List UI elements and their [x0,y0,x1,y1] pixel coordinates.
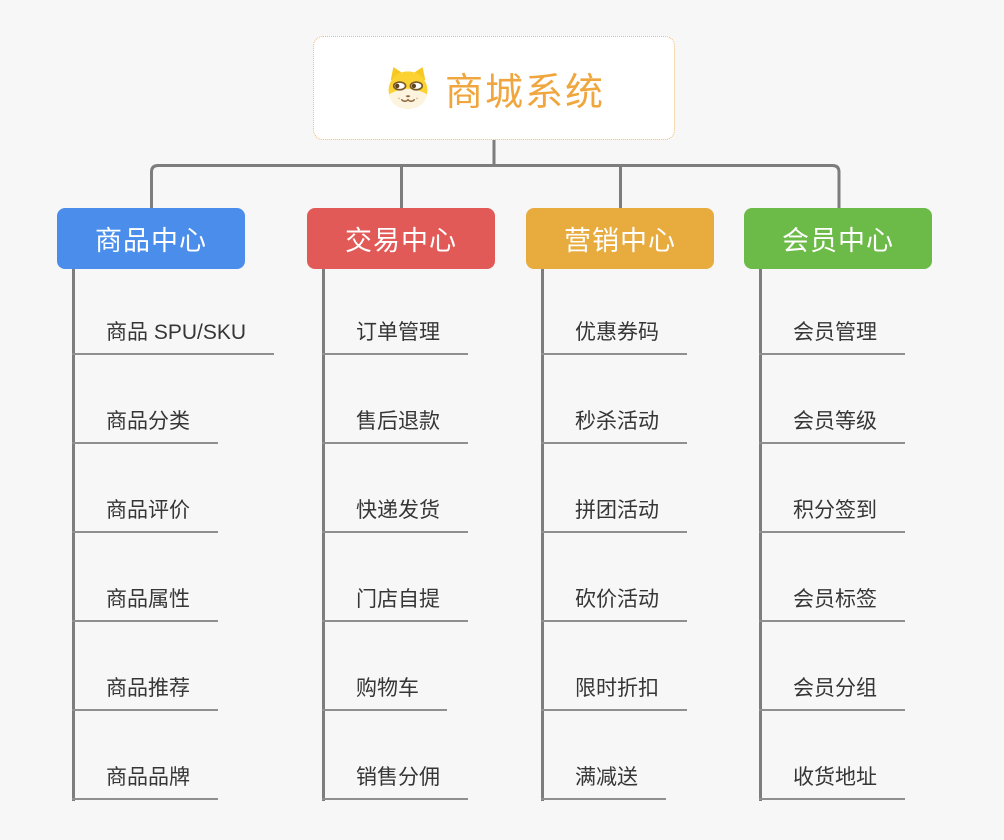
child-node[interactable]: 订单管理 [322,320,468,355]
child-node[interactable]: 商品评价 [72,498,218,533]
child-node[interactable]: 门店自提 [322,587,468,622]
child-node[interactable]: 商品推荐 [72,676,218,711]
child-node[interactable]: 拼团活动 [541,498,687,533]
child-node[interactable]: 会员分组 [759,676,905,711]
child-node[interactable]: 快递发货 [322,498,468,533]
branch-node-trade-center[interactable]: 交易中心 [307,208,495,269]
child-node[interactable]: 商品品牌 [72,765,218,800]
branch-label: 会员中心 [782,226,894,256]
child-node[interactable]: 会员管理 [759,320,905,355]
child-node[interactable]: 会员标签 [759,587,905,622]
child-node[interactable]: 商品 SPU/SKU [72,320,275,355]
child-node[interactable]: 秒杀活动 [541,409,687,444]
branch-node-product-center[interactable]: 商品中心 [57,208,245,269]
child-node[interactable]: 会员等级 [759,409,905,444]
child-node[interactable]: 砍价活动 [541,587,687,622]
child-node[interactable]: 限时折扣 [541,676,687,711]
child-node[interactable]: 商品分类 [72,409,218,444]
branch-label: 商品中心 [95,226,207,256]
child-node[interactable]: 收货地址 [759,765,905,800]
child-node[interactable]: 售后退款 [322,409,468,444]
branch-label: 营销中心 [564,226,676,256]
root-title: 商城系统 [444,71,605,114]
child-node[interactable]: 购物车 [322,676,447,711]
child-node[interactable]: 积分签到 [759,498,905,533]
branch-label: 交易中心 [345,226,457,256]
child-node[interactable]: 满减送 [541,765,666,800]
branch-node-marketing-center[interactable]: 营销中心 [526,208,714,269]
child-node[interactable]: 商品属性 [72,587,218,622]
child-node[interactable]: 销售分佣 [322,765,468,800]
branch-node-member-center[interactable]: 会员中心 [744,208,932,269]
root-node[interactable]: 商城系统 [313,36,675,140]
shiba-dog-icon [383,65,433,111]
child-node[interactable]: 优惠券码 [541,320,687,355]
